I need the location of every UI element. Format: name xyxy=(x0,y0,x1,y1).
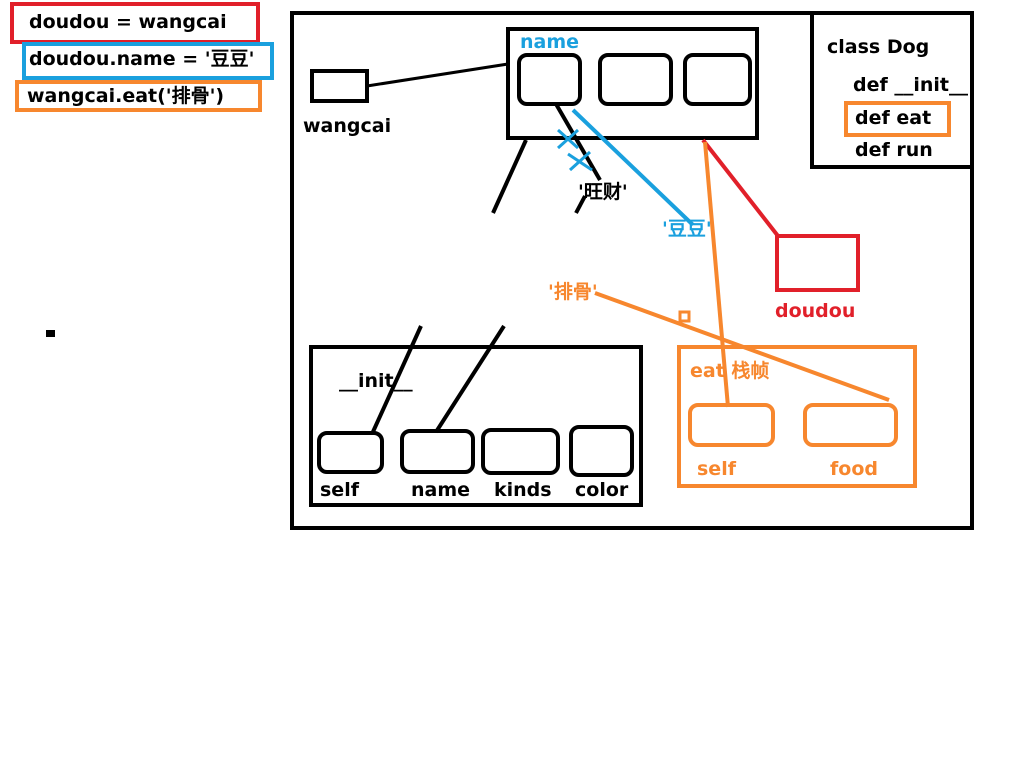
self-pointer-bottom xyxy=(370,325,423,435)
food-pointer xyxy=(594,291,890,402)
old-name-pointer xyxy=(554,102,602,182)
legend-line-3: wangcai.eat('排骨') xyxy=(27,85,225,107)
wangcai-pointer xyxy=(366,62,509,88)
init-frame xyxy=(309,345,643,507)
old-value-label: '旺财' xyxy=(578,181,628,203)
eat-frame-title: eat 栈帧 xyxy=(690,360,770,382)
object-slot-3 xyxy=(683,53,752,106)
eat-slot-food-label: food xyxy=(830,458,878,480)
eat-frame xyxy=(677,345,917,488)
self-pointer-top xyxy=(491,139,528,214)
class-method-eat: def eat xyxy=(855,107,932,129)
legend-box-orange xyxy=(15,80,262,112)
food-value-label: '排骨' xyxy=(548,281,598,303)
name-pointer-top xyxy=(574,195,587,214)
new-name-pointer xyxy=(571,108,695,227)
init-slot-name-label: name xyxy=(411,479,471,501)
cross-mark-2b xyxy=(568,150,592,172)
legend-box-blue xyxy=(22,42,274,80)
doudou-box xyxy=(775,234,860,292)
class-box xyxy=(810,11,974,169)
wangcai-label: wangcai xyxy=(303,115,392,137)
class-method-init: def __init__ xyxy=(853,74,969,96)
stray-dot xyxy=(46,330,55,337)
init-slot-kinds-label: kinds xyxy=(494,479,552,501)
doudou-label: doudou xyxy=(775,300,856,322)
attr-name-label: name xyxy=(520,31,580,53)
legend-line-2: doudou.name = '豆豆' xyxy=(29,48,255,70)
init-frame-title: __init__ xyxy=(339,370,413,392)
eat-self-pointer xyxy=(703,141,730,408)
doudou-pointer xyxy=(701,138,780,238)
memory-frame xyxy=(290,11,974,530)
init-slot-name xyxy=(400,429,475,474)
eat-slot-food xyxy=(803,403,898,447)
new-value-label: '豆豆' xyxy=(662,218,712,240)
object-box xyxy=(506,27,759,140)
object-slot-name xyxy=(517,53,582,106)
object-slot-2 xyxy=(598,53,673,106)
init-slot-self-label: self xyxy=(320,479,359,501)
init-slot-self xyxy=(317,431,384,474)
name-pointer-bottom xyxy=(434,324,506,434)
class-method-run: def run xyxy=(855,139,933,161)
small-square-mark xyxy=(678,310,691,323)
cross-mark-1b xyxy=(556,128,580,150)
legend-line-1: doudou = wangcai xyxy=(29,11,227,33)
eat-slot-self xyxy=(688,403,775,447)
init-slot-color xyxy=(569,425,634,477)
wangcai-box xyxy=(310,69,369,103)
init-slot-color-label: color xyxy=(575,479,629,501)
class-title: class Dog xyxy=(827,36,930,58)
eat-slot-self-label: self xyxy=(697,458,736,480)
init-slot-kinds xyxy=(481,428,560,475)
def-eat-highlight xyxy=(844,101,951,137)
